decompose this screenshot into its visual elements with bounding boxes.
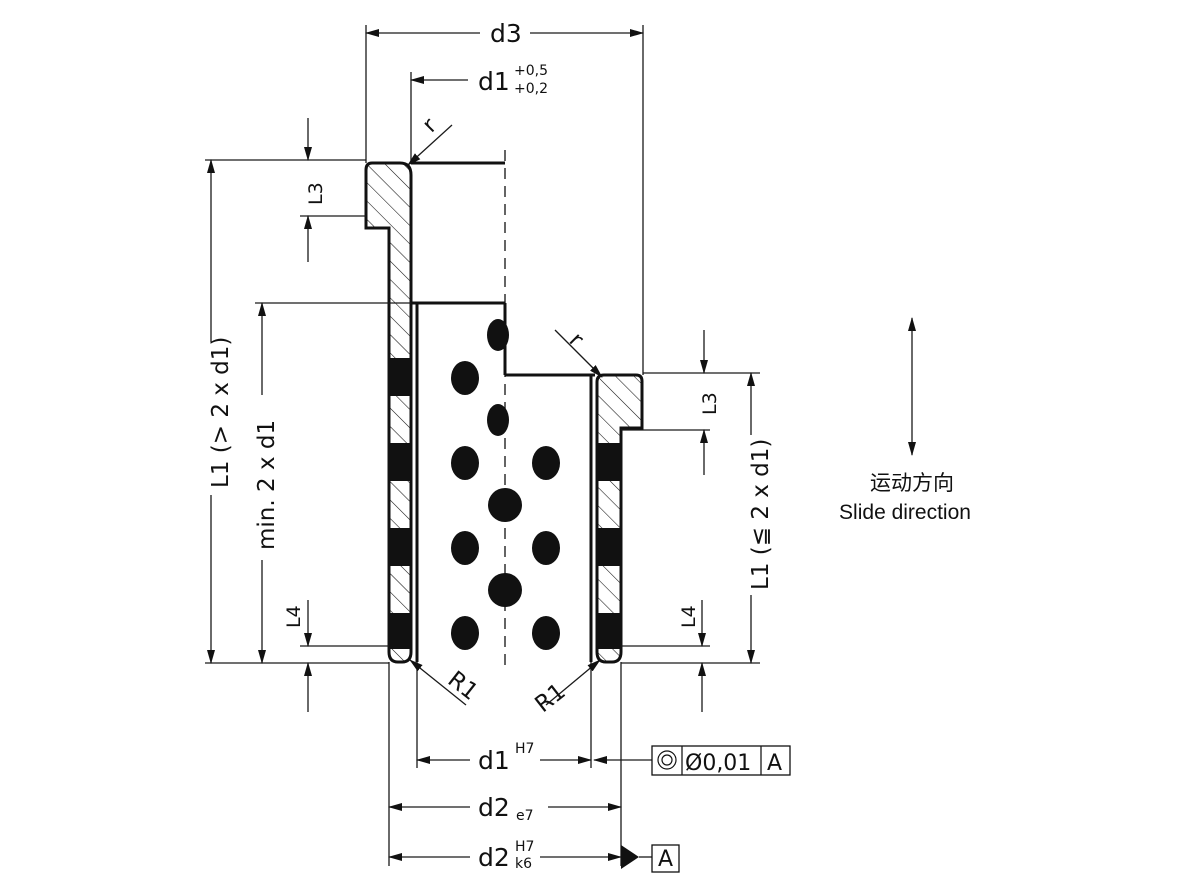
right-section bbox=[589, 373, 644, 664]
right-wall-band bbox=[597, 613, 621, 649]
right-wall-band bbox=[597, 443, 621, 481]
graphite-plugs bbox=[451, 319, 560, 650]
plug bbox=[532, 616, 560, 650]
tol-top-upper: +0,5 bbox=[514, 63, 548, 79]
tol-d1-bottom: H7 bbox=[515, 741, 534, 757]
plug bbox=[532, 531, 560, 565]
label-L3-left: L3 bbox=[305, 182, 327, 205]
label-L1-left: L1 (> 2 x d1) bbox=[208, 337, 234, 488]
label-d2-e7: d2 bbox=[478, 793, 510, 822]
feature-control-frame: Ø0,01 A bbox=[651, 745, 791, 776]
left-wall-band bbox=[389, 613, 411, 649]
plug bbox=[451, 446, 479, 480]
label-L4-left: L4 bbox=[283, 605, 305, 628]
fcf-value: Ø0,01 bbox=[685, 751, 751, 776]
plug bbox=[487, 319, 509, 351]
plug bbox=[451, 531, 479, 565]
label-R1-left: R1 bbox=[443, 666, 483, 705]
label-r-left: r bbox=[418, 113, 443, 138]
plug bbox=[488, 488, 522, 522]
left-section bbox=[364, 161, 595, 664]
label-R1-right: R1 bbox=[530, 679, 570, 718]
datum-reference: A bbox=[621, 844, 680, 873]
concentricity-icon bbox=[657, 750, 677, 770]
dimension-labels: d3 d1 +0,5 +0,2 r r L3 L1 (> 2 x d1) min… bbox=[208, 19, 774, 872]
label-d3: d3 bbox=[490, 19, 522, 48]
slide-direction-chinese: 运动方向 bbox=[870, 472, 954, 495]
left-wall-band bbox=[389, 358, 411, 396]
tol-k6: k6 bbox=[515, 856, 532, 872]
fcf-datum: A bbox=[767, 751, 782, 776]
label-L4-right: L4 bbox=[678, 605, 700, 628]
datum-triangle-icon bbox=[621, 845, 639, 869]
right-wall-band bbox=[597, 528, 621, 566]
datum-box-label: A bbox=[658, 847, 673, 872]
tol-e7: e7 bbox=[516, 808, 534, 824]
label-d1-top: d1 bbox=[478, 67, 510, 96]
plug bbox=[532, 446, 560, 480]
plug bbox=[451, 361, 479, 395]
left-wall-band bbox=[389, 528, 411, 566]
plug bbox=[487, 404, 509, 436]
label-d1-bottom: d1 bbox=[478, 746, 510, 775]
left-wall-outline bbox=[364, 161, 413, 664]
label-r-right: r bbox=[564, 328, 589, 353]
tol-H7: H7 bbox=[515, 839, 534, 855]
slide-direction: 运动方向 Slide direction bbox=[839, 317, 971, 524]
concentricity-icon-inner bbox=[661, 754, 673, 766]
tol-top-lower: +0,2 bbox=[514, 81, 548, 97]
left-wall-band bbox=[389, 443, 411, 481]
extension-lines bbox=[205, 25, 760, 866]
label-min-len: min. 2 x d1 bbox=[254, 420, 280, 550]
dimension-lines bbox=[207, 29, 755, 861]
plug bbox=[488, 573, 522, 607]
slide-direction-english: Slide direction bbox=[839, 501, 971, 524]
label-L1-right: L1 (≦ 2 x d1) bbox=[748, 439, 774, 590]
label-L3-right: L3 bbox=[699, 392, 721, 415]
label-d2-fit: d2 bbox=[478, 843, 510, 872]
plug bbox=[451, 616, 479, 650]
